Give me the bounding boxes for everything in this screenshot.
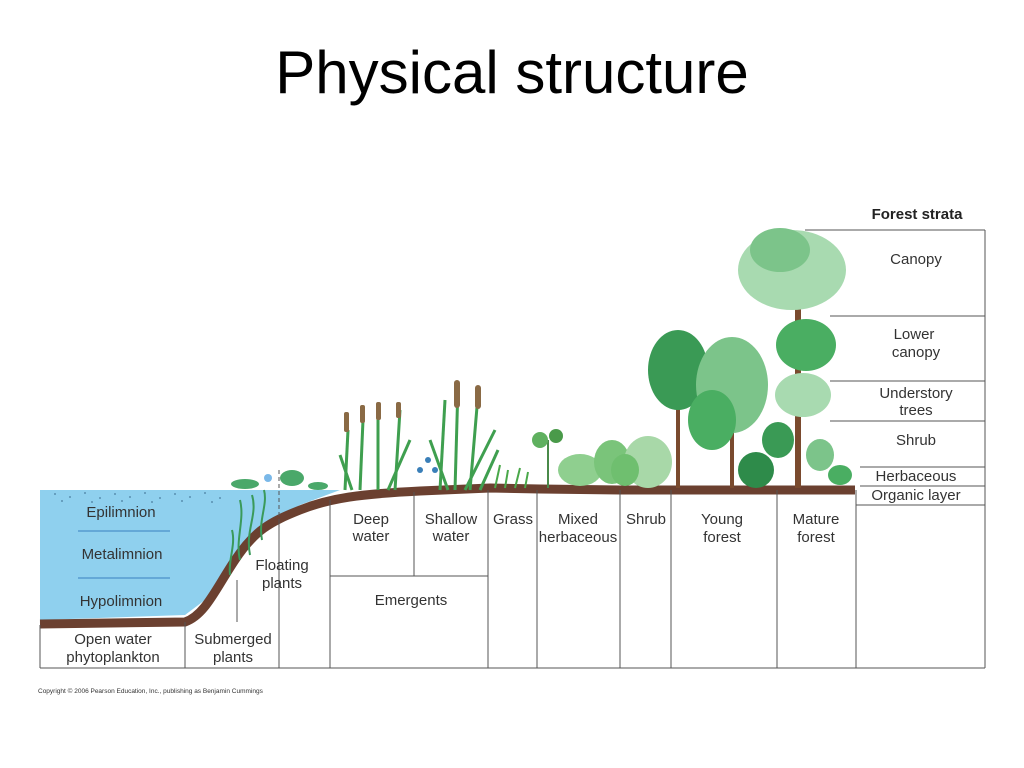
floating-label-1: Floating — [255, 557, 308, 574]
small-blue-flowers — [417, 457, 438, 473]
forest-strata-heading: Forest strata — [872, 206, 964, 223]
water-lily-flower — [264, 474, 272, 482]
strata-grid — [805, 229, 985, 506]
hypolimnion-label: Hypolimnion — [80, 593, 163, 610]
mixed-herbaceous-label-1: Mixed — [558, 511, 598, 528]
mixed-herbaceous-label-2: herbaceous — [539, 529, 617, 546]
zone-grid — [39, 230, 986, 669]
grass-tufts — [494, 464, 529, 489]
emergent-reeds — [338, 384, 500, 491]
copyright-text: Copyright © 2006 Pearson Education, Inc.… — [38, 687, 264, 695]
aquatic-plants — [228, 489, 266, 576]
strata-organic-layer-label: Organic layer — [871, 487, 960, 504]
shallow-water-label-1: Shallow — [425, 511, 478, 528]
metalimnion-label: Metalimnion — [82, 546, 163, 563]
deep-water-label-1: Deep — [353, 511, 389, 528]
shrubs — [611, 436, 672, 488]
lily-pads — [231, 470, 328, 490]
mature-forest-label-2: forest — [797, 529, 835, 546]
emergents-label: Emergents — [375, 592, 448, 609]
slide-title: Physical structure — [275, 39, 749, 106]
young-forest-trees — [648, 330, 774, 488]
plankton-dots — [54, 492, 221, 503]
floating-label-2: plants — [262, 575, 302, 592]
epilimnion-label: Epilimnion — [86, 504, 155, 521]
mature-forest-tree — [738, 228, 852, 488]
soil-profile — [39, 483, 855, 629]
open-water-label-2: phytoplankton — [66, 649, 159, 666]
strata-understory-label-2: trees — [899, 402, 932, 419]
young-forest-label-2: forest — [703, 529, 741, 546]
open-water-label-1: Open water — [74, 631, 152, 648]
shallow-water-label-2: water — [432, 528, 470, 545]
shrub-zone-label: Shrub — [626, 511, 666, 528]
strata-lower-canopy-label-2: canopy — [892, 344, 941, 361]
mature-forest-label-1: Mature — [793, 511, 840, 528]
cattail-heads — [344, 380, 481, 432]
submerged-label-2: plants — [213, 649, 253, 666]
strata-herbaceous-label: Herbaceous — [876, 468, 957, 485]
strata-shrub-label: Shrub — [896, 432, 936, 449]
strata-understory-label-1: Understory — [879, 385, 953, 402]
grass-label: Grass — [493, 511, 533, 528]
organic-layer-band — [620, 486, 855, 494]
submerged-label-1: Submerged — [194, 631, 272, 648]
strata-lower-canopy-label-1: Lower — [894, 326, 935, 343]
deep-water-label-2: water — [352, 528, 390, 545]
young-forest-label-1: Young — [701, 511, 743, 528]
strata-canopy-label: Canopy — [890, 251, 942, 268]
